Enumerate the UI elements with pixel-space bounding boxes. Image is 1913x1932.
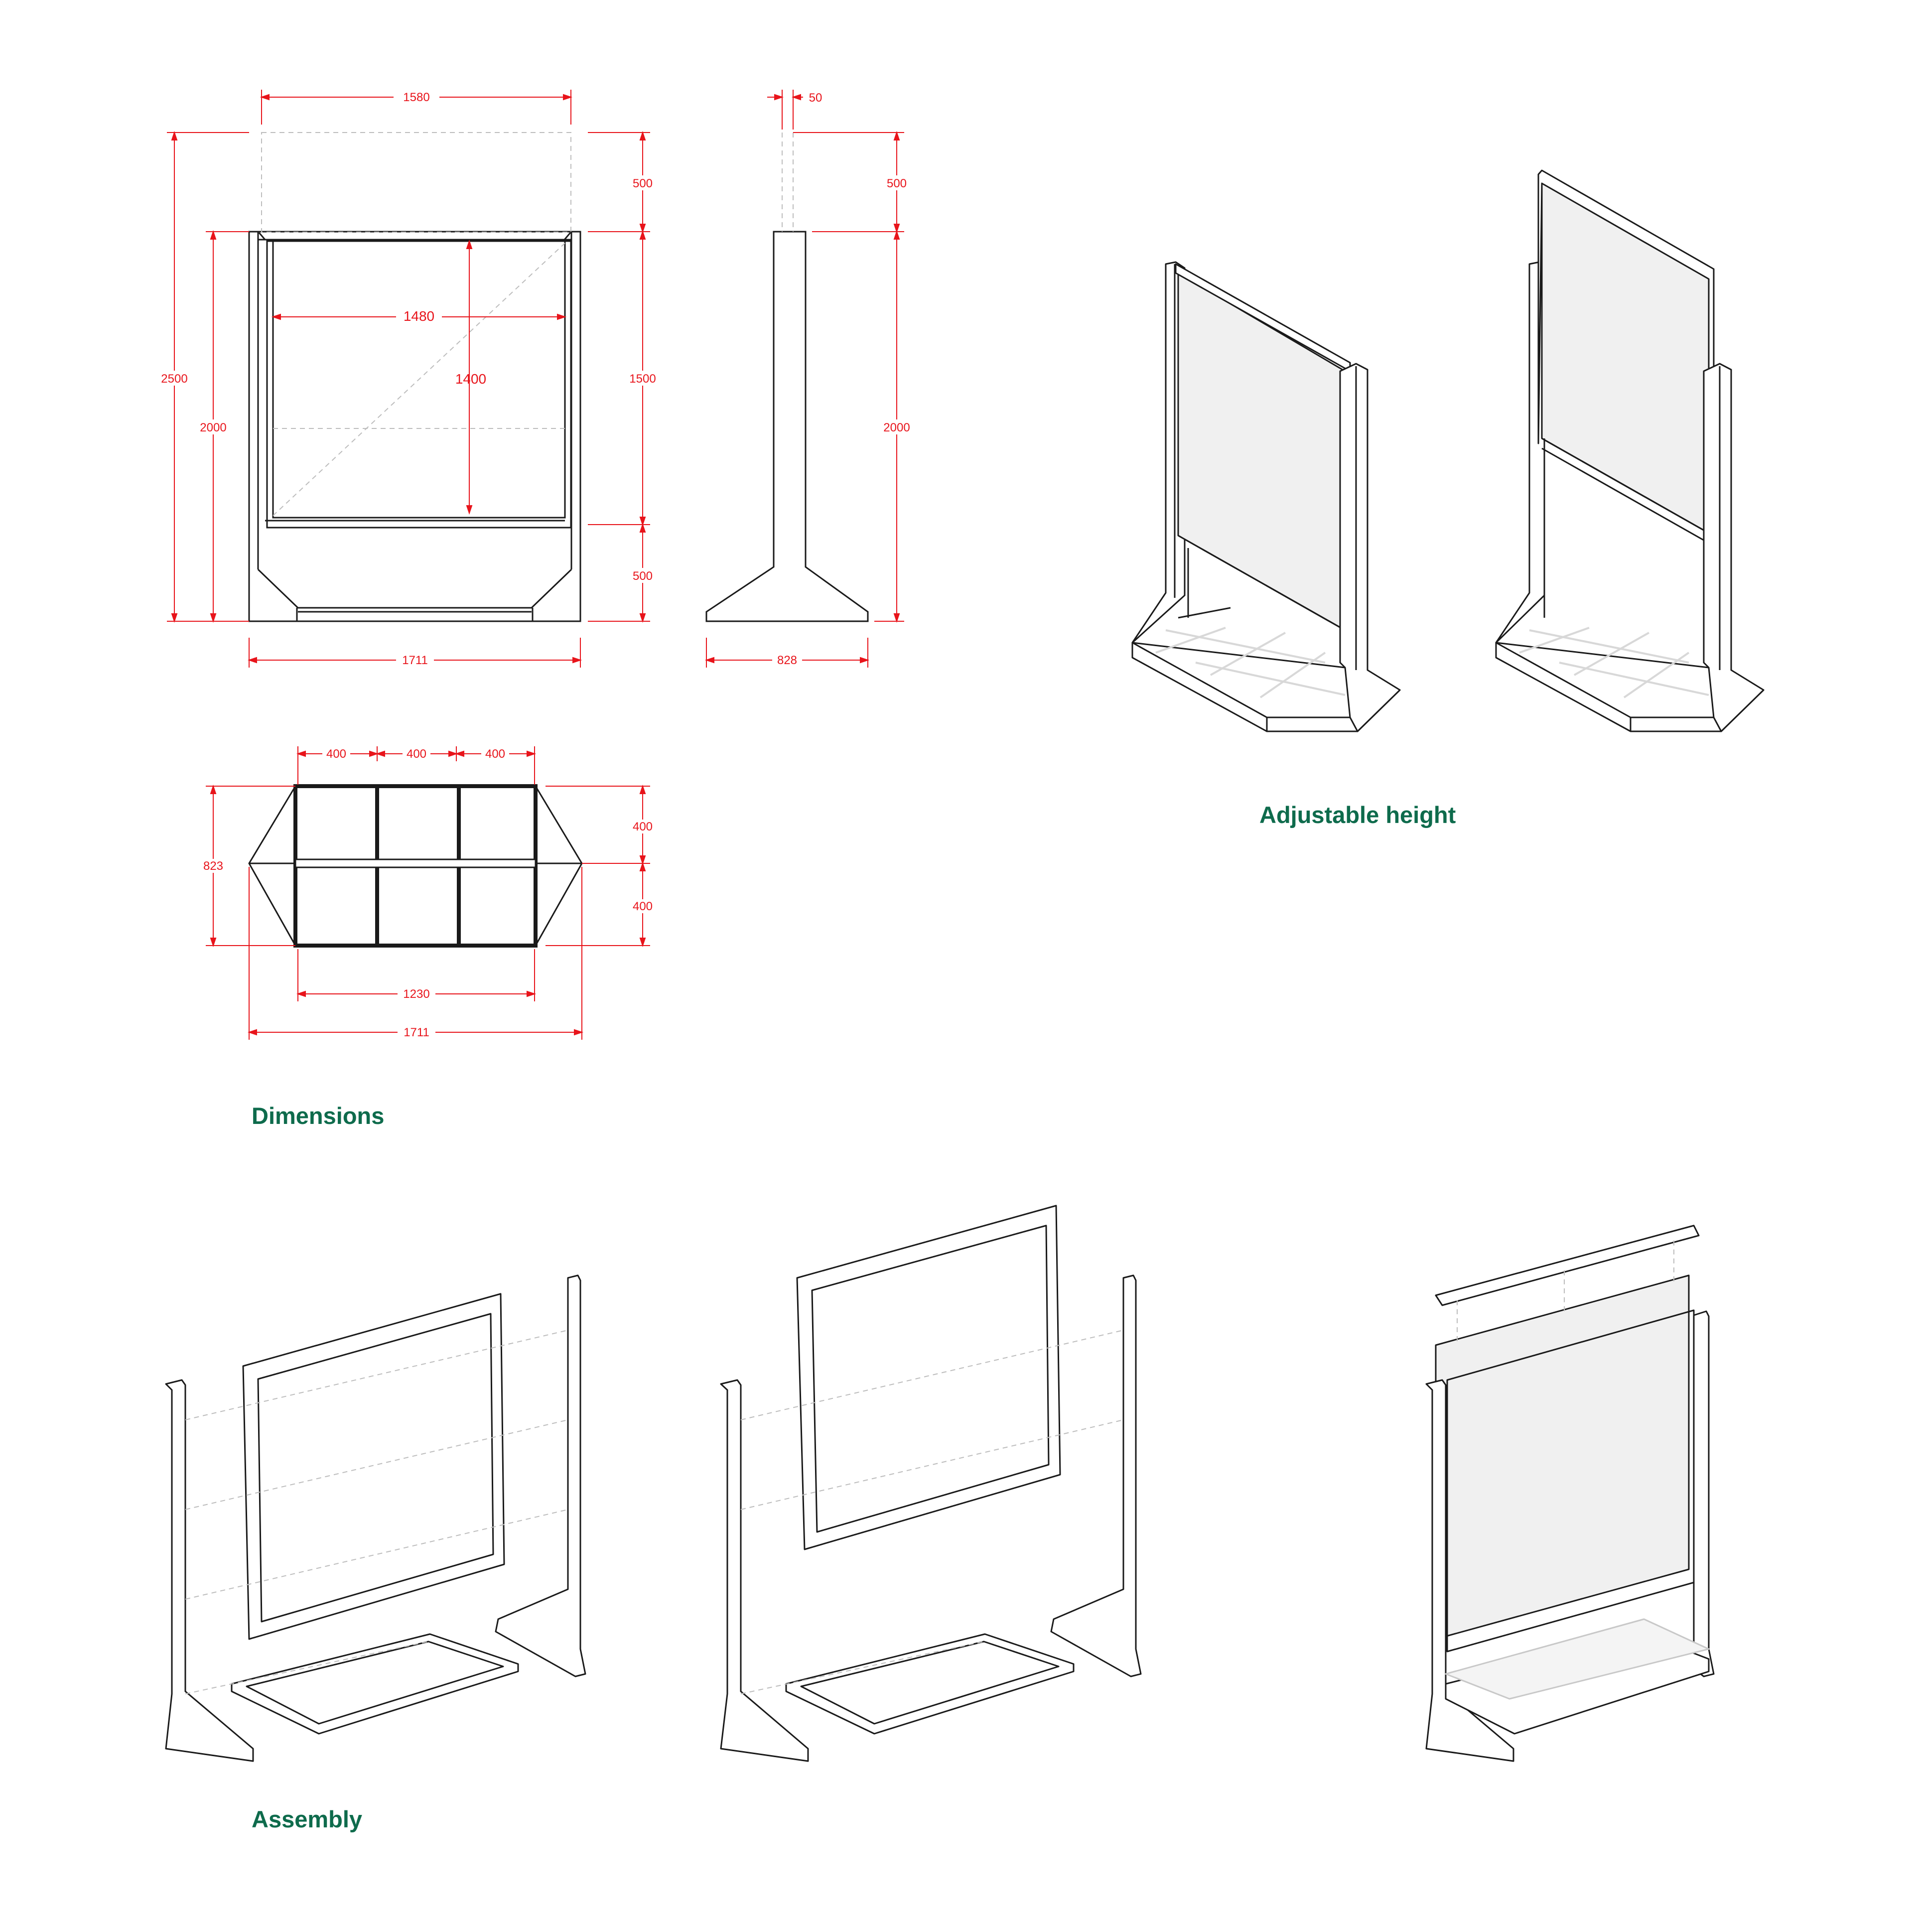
plan-dimension-labels: 400 400 400 823 400 400 1230 1711 xyxy=(198,747,657,1039)
dim-bay-3: 400 xyxy=(485,747,505,761)
dim-plan-half-1: 400 xyxy=(633,820,653,833)
dim-plan-inner-width: 1230 xyxy=(403,987,429,1001)
dim-plan-total-width: 1711 xyxy=(404,1026,429,1039)
assembly-step-3 xyxy=(1425,1225,1715,1762)
dim-side-height: 2000 xyxy=(883,421,910,434)
plan-view xyxy=(248,784,583,948)
dim-panel-height: 1500 xyxy=(629,372,656,386)
side-elevation xyxy=(705,231,869,622)
section-title-dimensions: Dimensions xyxy=(252,1103,385,1129)
dim-total-height: 2500 xyxy=(161,372,187,386)
dim-base-height: 500 xyxy=(633,569,653,583)
dim-plan-depth: 823 xyxy=(203,859,223,873)
dim-inner-width: 1480 xyxy=(404,308,434,324)
dim-plan-half-2: 400 xyxy=(633,900,653,913)
assembly-step-1-guides xyxy=(185,1330,568,1694)
assembly-step-2-guides xyxy=(740,1330,1124,1694)
section-title-assembly: Assembly xyxy=(252,1806,363,1832)
dim-side-top-extension: 500 xyxy=(887,177,907,190)
front-hidden-lines xyxy=(261,132,571,516)
dim-side-base-depth: 828 xyxy=(777,654,797,667)
assembly-step-3-guides xyxy=(1457,1241,1674,1345)
dim-bay-1: 400 xyxy=(326,747,346,761)
front-elevation xyxy=(248,231,581,622)
front-dimension-lines xyxy=(167,90,650,668)
dim-inner-height: 1400 xyxy=(455,371,486,387)
side-hidden-lines xyxy=(782,133,794,232)
dim-side-thickness: 50 xyxy=(809,91,822,105)
iso-stand-high xyxy=(1495,169,1765,732)
side-dimension-labels: 50 500 2000 828 xyxy=(772,91,916,667)
assembly-step-1 xyxy=(165,1274,586,1762)
iso-stand-low xyxy=(1131,261,1401,732)
section-title-adjustable-height: Adjustable height xyxy=(1259,802,1456,828)
dim-base-width: 1711 xyxy=(402,654,428,667)
dim-bay-2: 400 xyxy=(407,747,426,761)
dim-top-extension: 500 xyxy=(633,177,653,190)
front-dimension-labels: 1580 1480 1400 2500 2000 500 1500 500 17… xyxy=(155,91,662,667)
dim-frame-height: 2000 xyxy=(200,421,226,434)
assembly-step-2 xyxy=(720,1205,1142,1762)
dim-top-width: 1580 xyxy=(403,91,429,104)
